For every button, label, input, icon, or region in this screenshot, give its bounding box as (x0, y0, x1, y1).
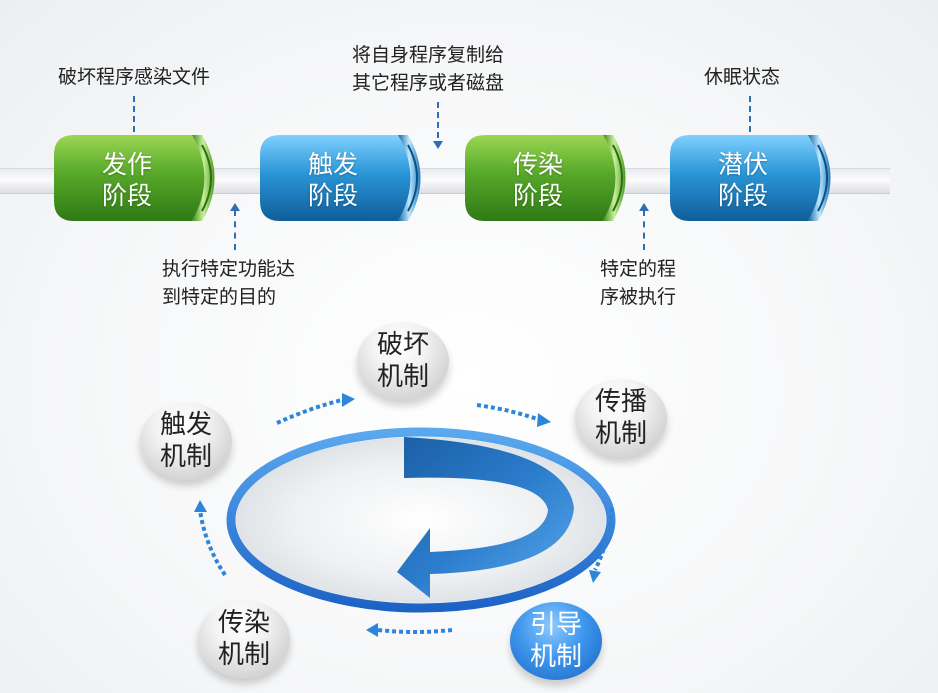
phase-infect: 传染 阶段 (463, 133, 633, 223)
annotation-dormant: 休眠状态 (704, 66, 781, 88)
node-spread-line2: 机制 (594, 419, 647, 449)
arrow-down-icon (433, 141, 443, 149)
node-spread-line1: 传播 (594, 387, 647, 417)
arrowhead-icon (342, 393, 355, 407)
dotted-arrow-spread-guide (593, 507, 614, 571)
phase-attack-line1: 发作 (101, 150, 152, 179)
node-trigger-line2: 机制 (159, 442, 212, 472)
node-guide: 引导 机制 (510, 602, 602, 680)
connector-execute (234, 210, 236, 250)
arrowhead-icon (589, 570, 601, 583)
phase-attack-shape (54, 135, 215, 221)
node-guide-line1: 引导 (529, 610, 582, 640)
phase-latent-line2: 阶段 (717, 181, 768, 210)
phase-trigger-line2: 阶段 (307, 181, 358, 210)
node-infect: 传染 机制 (198, 600, 290, 678)
node-guide-line2: 机制 (529, 642, 582, 672)
cycle-ring (226, 427, 616, 613)
phase-trigger-line1: 触发 (307, 150, 358, 179)
node-destroy-line1: 破坏 (376, 330, 429, 360)
phase-infect-line2: 阶段 (512, 181, 563, 210)
phase-trigger: 触发 阶段 (258, 133, 428, 223)
node-infect-line1: 传染 (217, 608, 270, 638)
node-trigger-line1: 触发 (159, 410, 212, 440)
connector-program (643, 210, 645, 250)
dotted-arrow-guide-infect (377, 628, 453, 634)
phase-attack: 发作 阶段 (52, 133, 222, 223)
connector-dormant (749, 96, 751, 132)
connector-attack (133, 96, 135, 132)
dotted-arrow-infect-trigger (198, 509, 227, 577)
annotation-attack: 破坏程序感染文件 (58, 66, 211, 88)
connector-copy (437, 102, 439, 138)
phase-infect-line1: 传染 (512, 150, 563, 179)
annotation-execute-line1: 执行特定功能达 (162, 258, 296, 280)
annotation-program-line2: 序被执行 (600, 286, 677, 308)
dotted-arrow-trigger-destroy (276, 398, 343, 425)
phase-latent-shape (670, 135, 831, 221)
arrowhead-icon (537, 413, 551, 427)
node-spread: 传播 机制 (575, 379, 667, 457)
arrowhead-icon (366, 623, 378, 637)
node-destroy-line2: 机制 (376, 362, 429, 392)
annotation-execute-line2: 到特定的目的 (162, 286, 277, 308)
phase-infect-shape (465, 135, 626, 221)
node-infect-line2: 机制 (217, 640, 270, 670)
arrowhead-icon (194, 500, 207, 512)
cycle-return-arrow-icon (397, 437, 574, 598)
phase-trigger-shape (260, 135, 421, 221)
phase-latent: 潜伏 阶段 (668, 133, 838, 223)
annotation-copy-line2: 其它程序或者磁盘 (352, 72, 505, 94)
node-trigger: 触发 机制 (140, 402, 232, 480)
annotation-program-line1: 特定的程 (600, 258, 677, 280)
node-destroy: 破坏 机制 (357, 322, 449, 400)
dotted-arrow-destroy-spread (476, 403, 541, 422)
phase-attack-line2: 阶段 (101, 181, 152, 210)
arrow-up-icon (639, 203, 649, 211)
arrow-up-icon (230, 203, 240, 211)
phase-latent-line1: 潜伏 (717, 150, 768, 179)
annotation-copy-line1: 将自身程序复制给 (352, 44, 505, 66)
